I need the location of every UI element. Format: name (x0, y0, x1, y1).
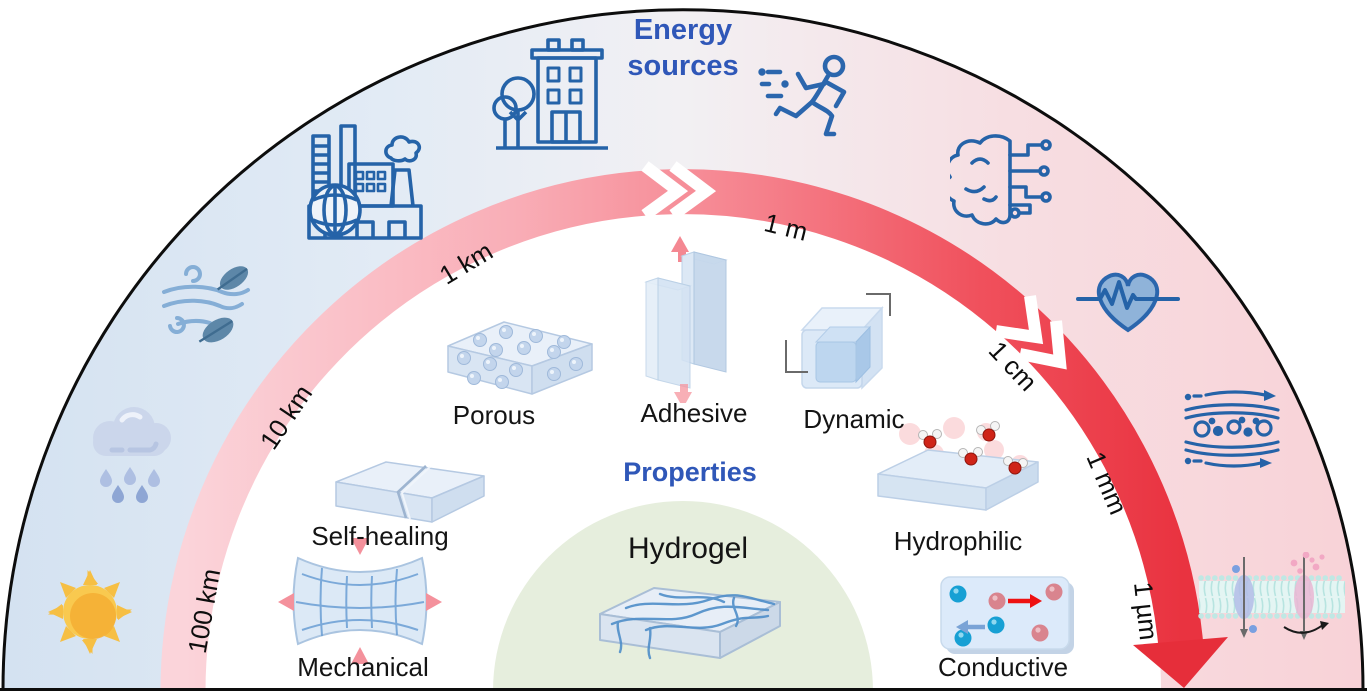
inner-white-area (205, 211, 1161, 690)
dynamic-cube-illustration (785, 293, 891, 390)
property-label-porous: Porous (452, 400, 536, 430)
hydrogel-block-illustration (599, 587, 781, 660)
scale-label-text: 1 µm (1128, 580, 1165, 642)
porous-block-illustration (447, 321, 593, 395)
property-label-adhesive: Adhesive (640, 398, 748, 428)
property-label-conductive: Conductive (937, 652, 1069, 682)
hydrophilic-illustration (877, 417, 1039, 511)
factory-icon (307, 124, 423, 240)
brain-circuit-icon (950, 134, 1052, 226)
property-label-hydrophilic: Hydrophilic (893, 526, 1023, 556)
scale-arc-band (160, 169, 1204, 692)
property-label-mechanical: Mechanical (297, 652, 429, 682)
blood-vessel-icon (1184, 390, 1280, 468)
cell-membrane-icon (1198, 552, 1346, 640)
adhesive-illustration (644, 236, 728, 403)
heartbeat-icon (1076, 272, 1180, 333)
mechanical-illustration (278, 538, 442, 664)
rain-cloud-icon (93, 407, 171, 503)
arc-arrowhead (1133, 637, 1228, 688)
wind-leaves-icon (162, 265, 250, 343)
sun-icon (48, 570, 132, 654)
arc-gap-chevron (1018, 320, 1067, 370)
arc-gap-chevron (995, 295, 1044, 345)
hydrogel-title: Hydrogel (627, 532, 749, 565)
self-healing-illustration (335, 461, 485, 523)
running-person-icon (758, 54, 847, 137)
property-label-self-healing: Self-healing (311, 521, 449, 551)
city-building-icon (492, 38, 608, 150)
properties-title: Properties (623, 457, 757, 487)
arc-gap-chevron (669, 161, 717, 220)
conductive-illustration (940, 576, 1074, 654)
property-label-dynamic: Dynamic (803, 404, 905, 434)
arc-gap-chevron (641, 161, 689, 220)
energy-sources-title: Energy sources (627, 14, 739, 83)
